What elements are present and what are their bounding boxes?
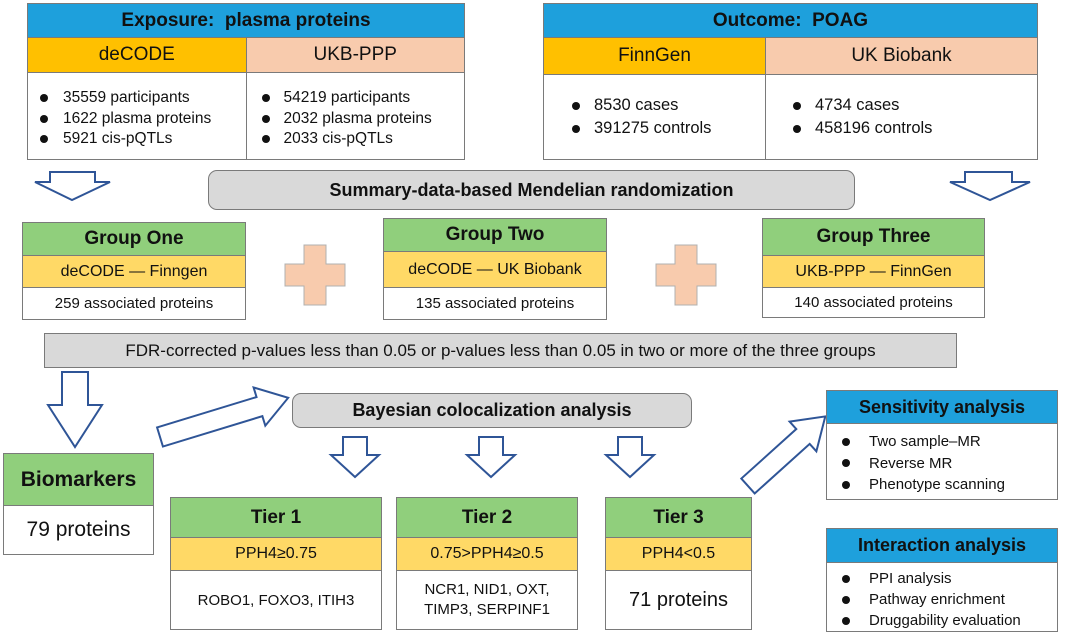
bullet-icon	[261, 114, 270, 123]
arrow-down-icon	[603, 436, 657, 479]
bullet-icon	[40, 135, 48, 144]
list-item: Druggability evaluation	[869, 612, 1021, 629]
tier-threshold: PPH4≥0.75	[171, 538, 381, 571]
interaction-title: Interaction analysis	[827, 529, 1057, 563]
biomarkers-box: Biomarkers 79 proteins	[3, 453, 154, 555]
arrow-down-icon	[34, 171, 111, 202]
bullet-icon	[261, 94, 270, 103]
plus-icon	[284, 244, 346, 306]
finngen-stats: 8530 cases 391275 controls	[544, 75, 765, 159]
source-finngen: FinnGen	[544, 38, 765, 74]
list-item: 5921 cis-pQTLs	[63, 130, 173, 147]
list-item: Two sample–MR	[869, 433, 981, 450]
bullet-icon	[842, 437, 850, 446]
list-item: 2032 plasma proteins	[283, 109, 432, 127]
bullet-icon	[40, 114, 48, 123]
arrow-up-right-icon	[739, 415, 827, 495]
list-item: 8530 cases	[594, 96, 679, 114]
arrow-down-icon	[464, 436, 518, 479]
group-title: Group Two	[384, 219, 606, 252]
list-item: 1622 plasma proteins	[63, 109, 212, 127]
outcome-title: Outcome: POAG	[544, 4, 1037, 38]
group-pair: deCODE — UK Biobank	[384, 252, 606, 288]
tier-title: Tier 2	[397, 498, 577, 538]
list-item: 391275 controls	[594, 119, 712, 137]
outcome-panel: Outcome: POAG FinnGen UK Biobank 8530 ca…	[543, 3, 1038, 160]
tier-threshold: PPH4<0.5	[606, 538, 751, 571]
group-title: Group One	[23, 223, 245, 256]
tier-threshold: 0.75>PPH4≥0.5	[397, 538, 577, 571]
bullet-icon	[842, 574, 850, 583]
bullet-icon	[572, 124, 580, 133]
group-result: 140 associated proteins	[794, 294, 953, 311]
group-one: Group One deCODE — Finngen 259 associate…	[22, 222, 246, 320]
tier-3: Tier 3 PPH4<0.5 71 proteins	[605, 497, 752, 630]
tier-proteins: 71 proteins	[629, 588, 728, 611]
group-three: Group Three UKB-PPP — FinnGen 140 associ…	[762, 218, 985, 318]
smr-step: Summary-data-based Mendelian randomizati…	[208, 170, 855, 210]
tier-1: Tier 1 PPH4≥0.75 ROBO1, FOXO3, ITIH3	[170, 497, 382, 630]
group-result: 259 associated proteins	[54, 295, 214, 312]
group-result: 135 associated proteins	[415, 295, 575, 312]
arrow-down-icon	[46, 371, 104, 449]
tier-title: Tier 1	[171, 498, 381, 538]
source-ukb-ppp: UKB-PPP	[245, 38, 464, 72]
sensitivity-panel: Sensitivity analysis Two sample–MR Rever…	[826, 390, 1058, 500]
uk-biobank-stats: 4734 cases 458196 controls	[765, 75, 1037, 159]
tier-title: Tier 3	[606, 498, 751, 538]
list-item: Reverse MR	[869, 454, 953, 472]
filter-criteria: FDR-corrected p-values less than 0.05 or…	[44, 333, 957, 368]
arrow-down-icon	[949, 171, 1031, 202]
list-item: 2033 cis-pQTLs	[283, 130, 393, 147]
coloc-step: Bayesian colocalization analysis	[292, 393, 692, 428]
list-item: 458196 controls	[815, 119, 933, 137]
biomarkers-title: Biomarkers	[4, 454, 153, 506]
tier-proteins: NCR1, NID1, OXT, TIMP3, SERPINF1	[424, 581, 550, 618]
bullet-icon	[40, 94, 48, 103]
bullet-icon	[572, 101, 580, 110]
list-item: Pathway enrichment	[869, 591, 1005, 608]
list-item: 4734 cases	[815, 96, 900, 114]
arrow-down-icon	[328, 436, 382, 479]
source-uk-biobank: UK Biobank	[765, 38, 1037, 74]
tier-2: Tier 2 0.75>PPH4≥0.5 NCR1, NID1, OXT, TI…	[396, 497, 578, 630]
bullet-icon	[842, 595, 850, 604]
list-item: PPI analysis	[869, 570, 952, 587]
bullet-icon	[842, 616, 850, 625]
sensitivity-title: Sensitivity analysis	[827, 391, 1057, 424]
interaction-panel: Interaction analysis PPI analysis Pathwa…	[826, 528, 1058, 632]
tier-proteins: ROBO1, FOXO3, ITIH3	[197, 591, 355, 609]
group-pair: UKB-PPP — FinnGen	[763, 256, 984, 288]
biomarkers-value: 79 proteins	[26, 518, 131, 541]
bullet-icon	[793, 101, 801, 110]
exposure-panel: Exposure: plasma proteins deCODE UKB-PPP…	[27, 3, 465, 160]
group-pair: deCODE — Finngen	[23, 256, 245, 288]
group-two: Group Two deCODE — UK Biobank 135 associ…	[383, 218, 607, 320]
arrow-up-right-icon	[155, 385, 290, 448]
source-decode: deCODE	[28, 38, 246, 72]
filter-label: FDR-corrected p-values less than 0.05 or…	[125, 340, 876, 360]
bullet-icon	[793, 124, 801, 133]
group-title: Group Three	[763, 219, 984, 256]
bullet-icon	[842, 480, 850, 489]
exposure-title: Exposure: plasma proteins	[28, 4, 464, 38]
smr-label: Summary-data-based Mendelian randomizati…	[329, 179, 734, 200]
decode-stats: 35559 participants 1622 plasma proteins …	[28, 73, 246, 159]
list-item: Phenotype scanning	[869, 476, 1005, 493]
list-item: 54219 participants	[283, 89, 411, 106]
coloc-label: Bayesian colocalization analysis	[352, 400, 632, 420]
ukb-ppp-stats: 54219 participants 2032 plasma proteins …	[245, 73, 465, 159]
bullet-icon	[261, 135, 270, 144]
plus-icon	[655, 244, 717, 306]
list-item: 35559 participants	[63, 89, 190, 106]
bullet-icon	[842, 459, 850, 468]
